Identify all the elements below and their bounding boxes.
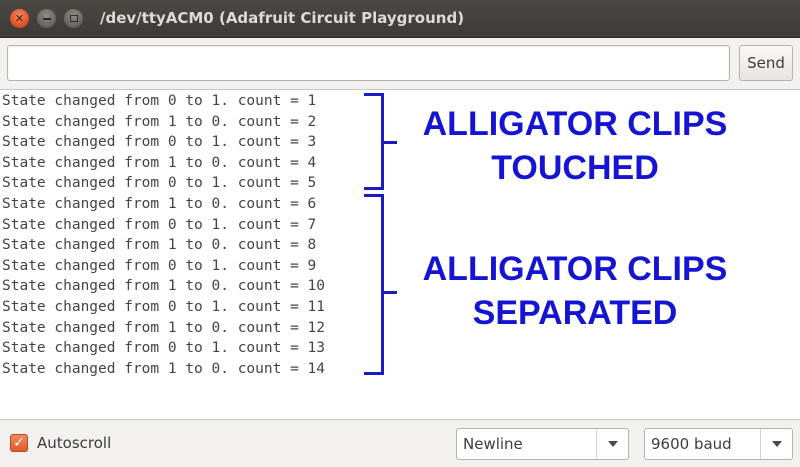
line-ending-select[interactable]: Newline [456, 428, 629, 460]
touched-annotation: ALLIGATOR CLIPS TOUCHED [400, 102, 750, 190]
serial-output-line: State changed from 1 to 0. count = 12 [2, 319, 326, 336]
separated-bracket-tick [381, 291, 397, 294]
touched-annotation-line1: ALLIGATOR CLIPS [422, 105, 728, 143]
serial-output-line: State changed from 0 to 1. count = 3 [2, 134, 317, 151]
autoscroll-toggle[interactable]: ✓ Autoscroll [10, 434, 111, 452]
serial-output-line: State changed from 0 to 1. count = 7 [2, 216, 317, 233]
autoscroll-label: Autoscroll [37, 434, 112, 452]
maximize-window-button[interactable] [64, 9, 83, 28]
serial-output-line: State changed from 1 to 0. count = 10 [2, 278, 326, 295]
separated-annotation: ALLIGATOR CLIPS SEPARATED [400, 247, 750, 335]
baud-rate-dropdown-button[interactable] [760, 429, 792, 459]
serial-output-line: State changed from 1 to 0. count = 8 [2, 237, 317, 254]
serial-output-line: State changed from 1 to 0. count = 6 [2, 195, 317, 212]
line-ending-dropdown-button[interactable] [596, 429, 628, 459]
window-titlebar[interactable]: ✕ /dev/ttyACM0 (Adafruit Circuit Playgro… [0, 0, 800, 38]
serial-output-line: State changed from 0 to 1. count = 11 [2, 298, 326, 315]
baud-rate-select[interactable]: 9600 baud [644, 428, 793, 460]
chevron-down-icon [607, 441, 618, 447]
line-ending-value: Newline [463, 435, 523, 453]
minimize-icon [42, 17, 51, 20]
separated-bracket [364, 194, 397, 375]
chevron-down-icon [771, 441, 782, 447]
serial-output-area[interactable]: State changed from 0 to 1. count = 1 Stat… [0, 89, 800, 420]
serial-output-lines: State changed from 0 to 1. count = 1 Stat… [2, 91, 325, 379]
baud-rate-value: 9600 baud [651, 435, 732, 453]
touched-bracket-tick [381, 141, 397, 144]
serial-output-line: State changed from 1 to 0. count = 2 [2, 113, 317, 130]
serial-send-input[interactable] [7, 45, 730, 81]
maximize-icon [69, 15, 78, 22]
separated-annotation-line1: ALLIGATOR CLIPS [422, 250, 728, 288]
close-window-button[interactable]: ✕ [10, 9, 29, 28]
minimize-window-button[interactable] [37, 9, 56, 28]
touched-bracket [364, 93, 397, 190]
serial-output-line: State changed from 0 to 1. count = 9 [2, 257, 317, 274]
serial-output-line: State changed from 1 to 0. count = 14 [2, 360, 326, 377]
serial-output-line: State changed from 0 to 1. count = 5 [2, 175, 317, 192]
separated-annotation-line2: SEPARATED [472, 294, 678, 332]
serial-output-line: State changed from 0 to 1. count = 1 [2, 93, 317, 109]
send-button[interactable]: Send [739, 45, 793, 81]
autoscroll-checkbox[interactable]: ✓ [10, 434, 28, 452]
window-title: /dev/ttyACM0 (Adafruit Circuit Playgroun… [100, 9, 465, 27]
touched-annotation-line2: TOUCHED [491, 149, 659, 187]
close-icon: ✕ [14, 12, 25, 25]
serial-output-line: State changed from 1 to 0. count = 4 [2, 154, 317, 171]
serial-output-line: State changed from 0 to 1. count = 13 [2, 340, 326, 357]
